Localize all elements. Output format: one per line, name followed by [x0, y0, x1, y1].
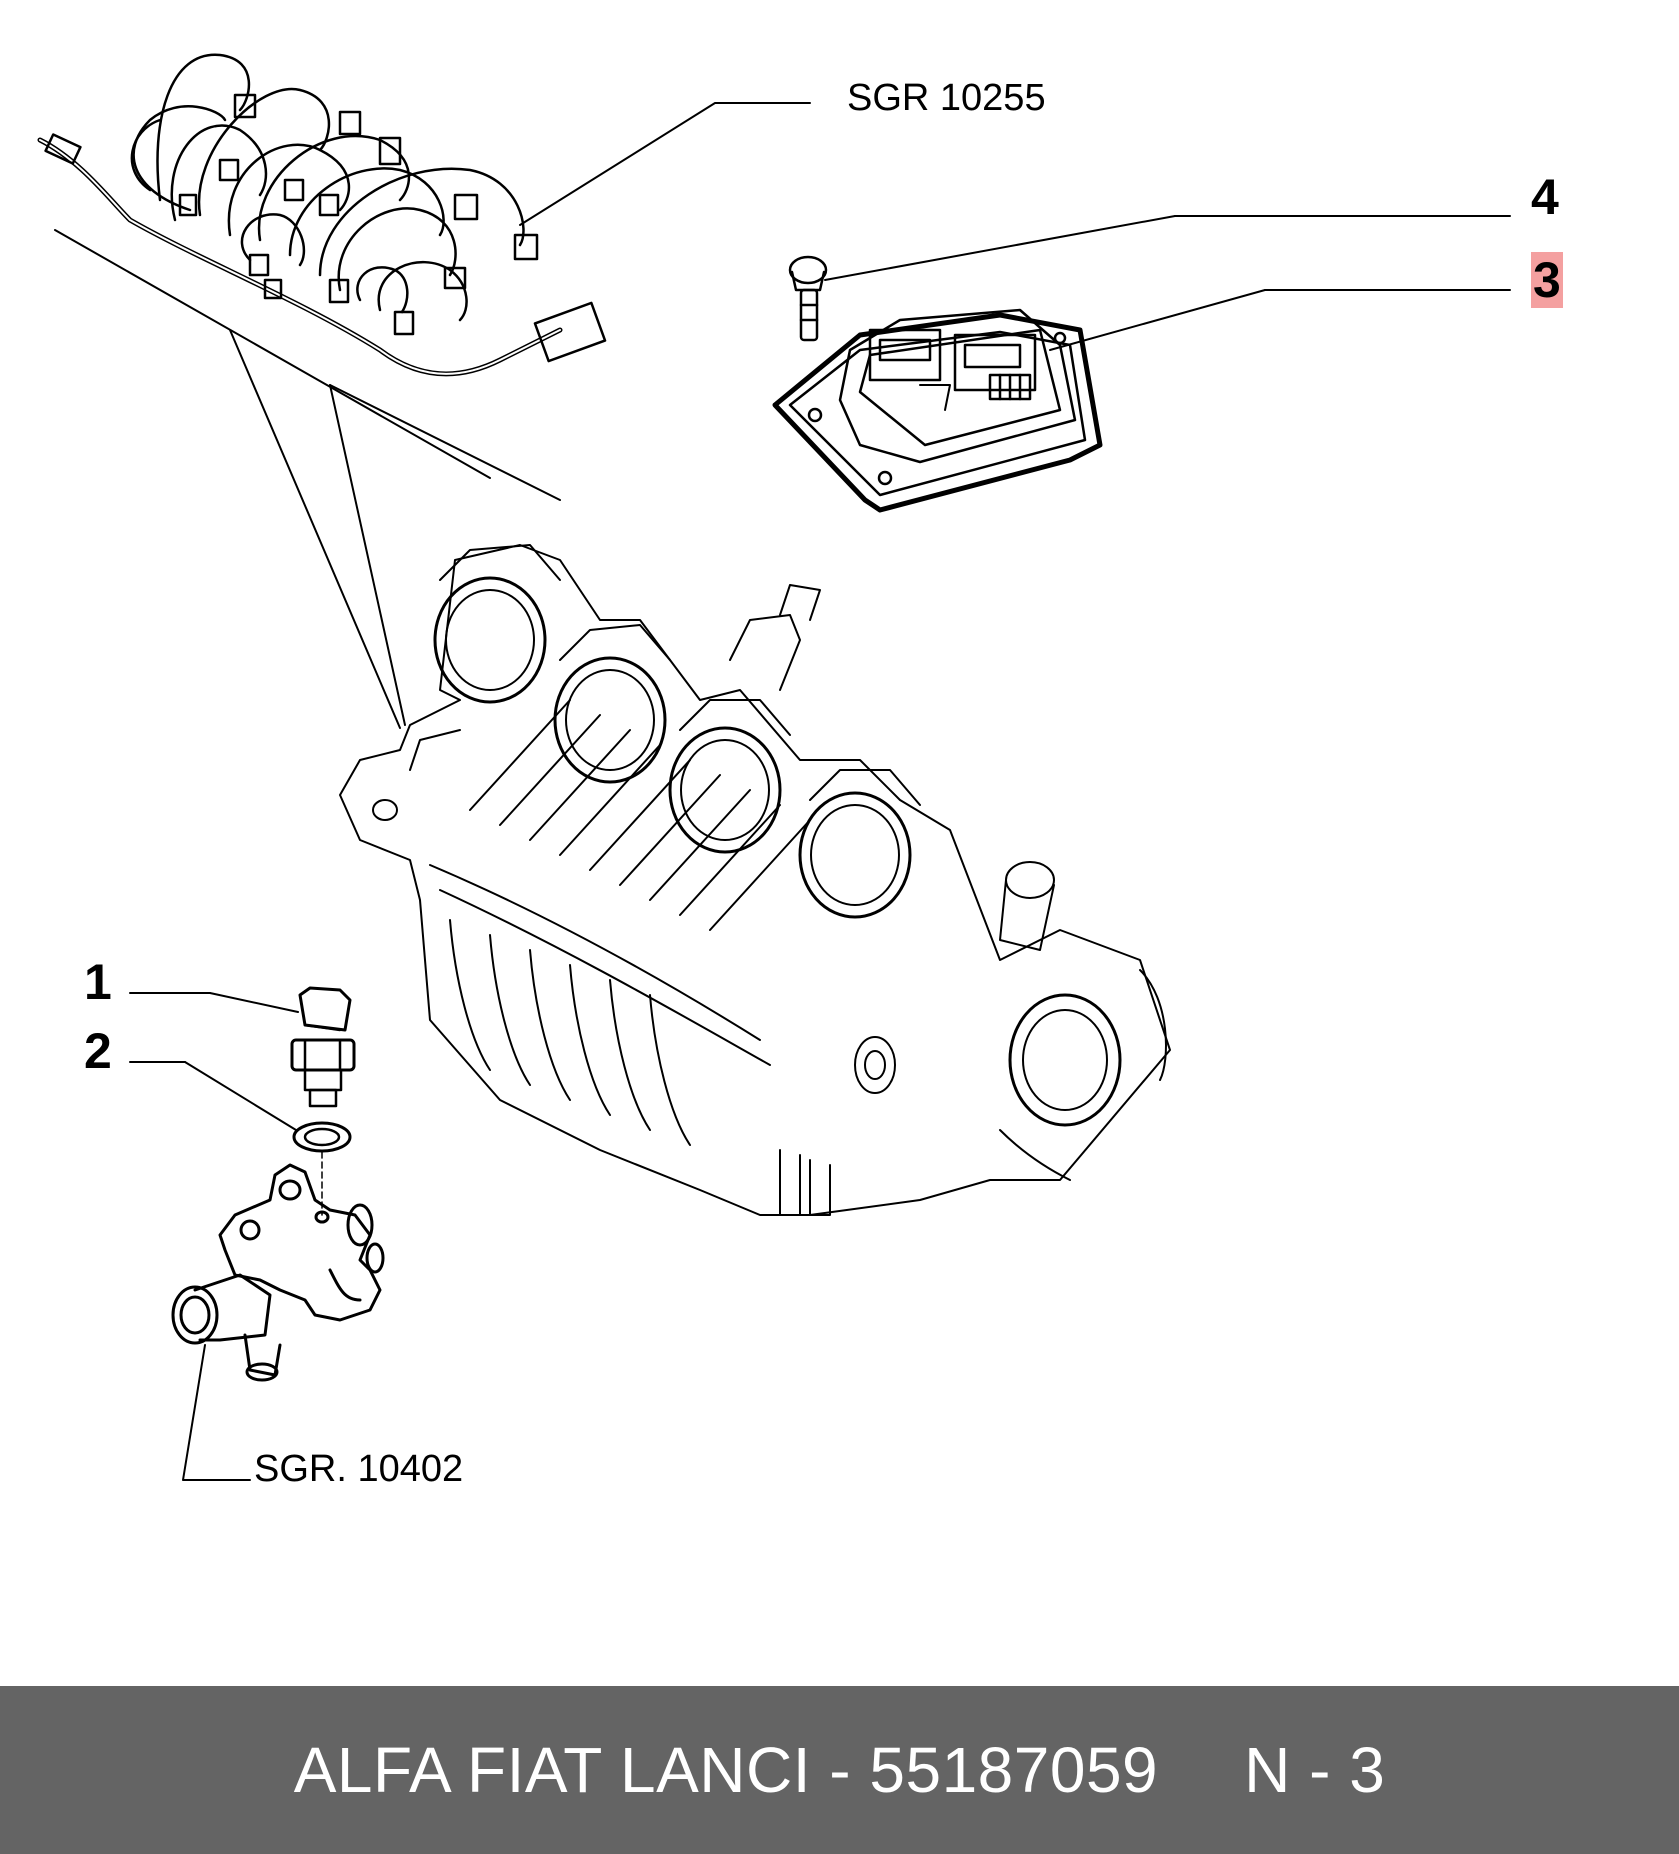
control-unit-part	[772, 289, 1511, 513]
callout-4: 4	[1531, 169, 1559, 225]
parts-diagram	[37, 53, 1511, 1481]
callout-3: 3	[1531, 252, 1563, 308]
sensor-part	[129, 986, 356, 1108]
harness-leader-lines	[54, 102, 811, 729]
callout-2: 2	[84, 1023, 112, 1079]
footer-brand-part: ALFA FIAT LANCI - 55187059	[293, 1734, 1159, 1806]
footer-ref: N - 3	[1244, 1734, 1386, 1806]
footer-bar: ALFA FIAT LANCI - 55187059 N - 3	[0, 1686, 1679, 1854]
sgr-10402-label: SGR. 10402	[254, 1448, 464, 1490]
callout-1: 1	[84, 954, 112, 1010]
washer-part	[129, 1061, 352, 1216]
sgr-10255-label: SGR 10255	[847, 77, 1046, 119]
wiring-harness	[37, 53, 607, 377]
intake-manifold	[339, 544, 1171, 1216]
bolt-part	[788, 215, 1511, 342]
thermostat-housing	[171, 1163, 385, 1481]
callout-3-highlight: 3	[1531, 252, 1563, 308]
